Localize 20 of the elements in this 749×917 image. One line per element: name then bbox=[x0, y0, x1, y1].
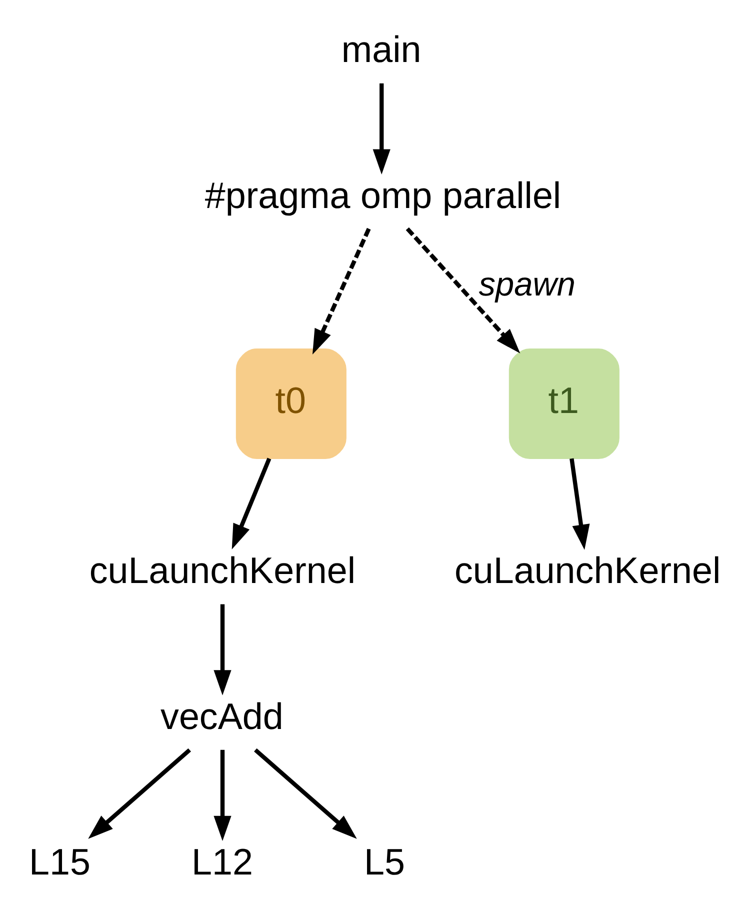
node-box: t1 bbox=[508, 348, 620, 458]
edge-label: spawn bbox=[478, 266, 576, 304]
arrow bbox=[570, 458, 590, 550]
arrow bbox=[232, 457, 272, 549]
arrow bbox=[406, 226, 520, 353]
node-text: cuLaunchKernel bbox=[454, 550, 721, 591]
node-box: t0 bbox=[236, 348, 346, 458]
arrow bbox=[88, 748, 191, 838]
arrow bbox=[372, 82, 390, 174]
node-text: #pragma omp parallel bbox=[204, 174, 562, 216]
node-text: vecAdd bbox=[160, 695, 284, 736]
node-text: cuLaunchKernel bbox=[89, 550, 356, 591]
node-text: main bbox=[341, 28, 422, 70]
node-text: L12 bbox=[192, 841, 253, 882]
arrow bbox=[214, 604, 232, 695]
arrow bbox=[312, 227, 371, 354]
arrow bbox=[214, 749, 232, 841]
node-text: L15 bbox=[29, 841, 91, 882]
arrow bbox=[254, 748, 357, 838]
node-text: L5 bbox=[364, 841, 405, 882]
